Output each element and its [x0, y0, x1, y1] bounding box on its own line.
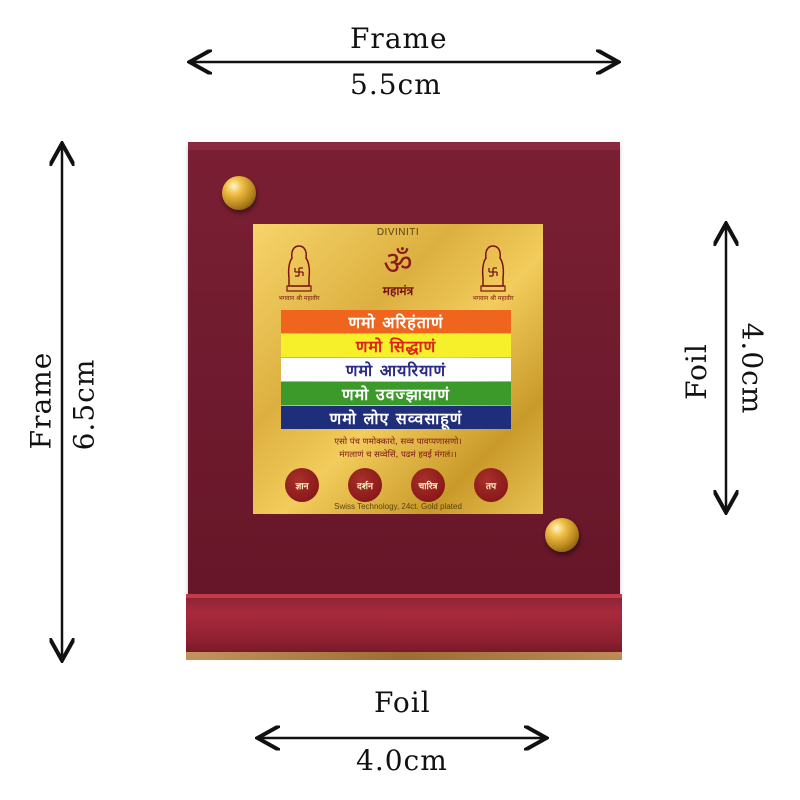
frame-base-edge	[186, 594, 622, 598]
mantra-line-4: णमो उवज्झायाणं	[281, 382, 511, 405]
foil-height-value: 4.0cm	[735, 322, 769, 415]
mantra-line-5: णमो लोए सव्वसाहूणं	[281, 406, 511, 429]
badge-darshan: दर्शन	[348, 468, 382, 502]
brass-pin-top-left	[222, 176, 256, 210]
foil-footer-text: Swiss Technology, 24ct. Gold plated	[334, 502, 462, 511]
frame-width-label: Frame	[350, 22, 448, 55]
brand-label: DIVINITI	[376, 227, 420, 238]
mantra-line-1: णमो अरिहंताणं	[281, 310, 511, 333]
brass-pin-bottom-right	[545, 518, 579, 552]
frame-height-label: Frame	[24, 351, 58, 450]
badge-charitra: चारित्र	[411, 468, 445, 502]
foil-height-label: Foil	[679, 343, 713, 400]
badge-tap: तप	[474, 468, 508, 502]
om-symbol: ॐ	[383, 244, 413, 282]
mantra-title: महामंत्र	[382, 284, 414, 298]
frame-width-value: 5.5cm	[350, 68, 442, 101]
idol-left-icon	[286, 245, 312, 292]
frame-top-edge	[188, 142, 620, 150]
idol-right-icon	[480, 245, 506, 292]
idol-left-caption: भगवान श्री महावीर	[278, 295, 320, 302]
verse-line-2: मंगलाणं च सव्वेसिं, पढमं हवई मंगलं।।	[339, 450, 457, 460]
frame-base-gold-strip	[186, 652, 622, 660]
idol-right-caption: भगवान श्री महावीर	[472, 295, 514, 302]
gold-foil: DIVINITI भगवान श्री महावीर भगवान श्री मह…	[253, 224, 543, 514]
foil-width-value: 4.0cm	[356, 744, 448, 777]
mantra-line-3: णमो आयरियाणं	[281, 358, 511, 381]
foil-width-label: Foil	[374, 686, 431, 719]
frame-base	[186, 594, 622, 660]
frame-height-value: 6.5cm	[67, 358, 101, 451]
mantra-line-2: णमो सिद्धाणं	[281, 334, 511, 357]
badge-gyan: ज्ञान	[285, 468, 319, 502]
verse-line-1: एसो पंच णमोक्कारो, सव्व पावप्पणासणो।	[334, 437, 462, 447]
